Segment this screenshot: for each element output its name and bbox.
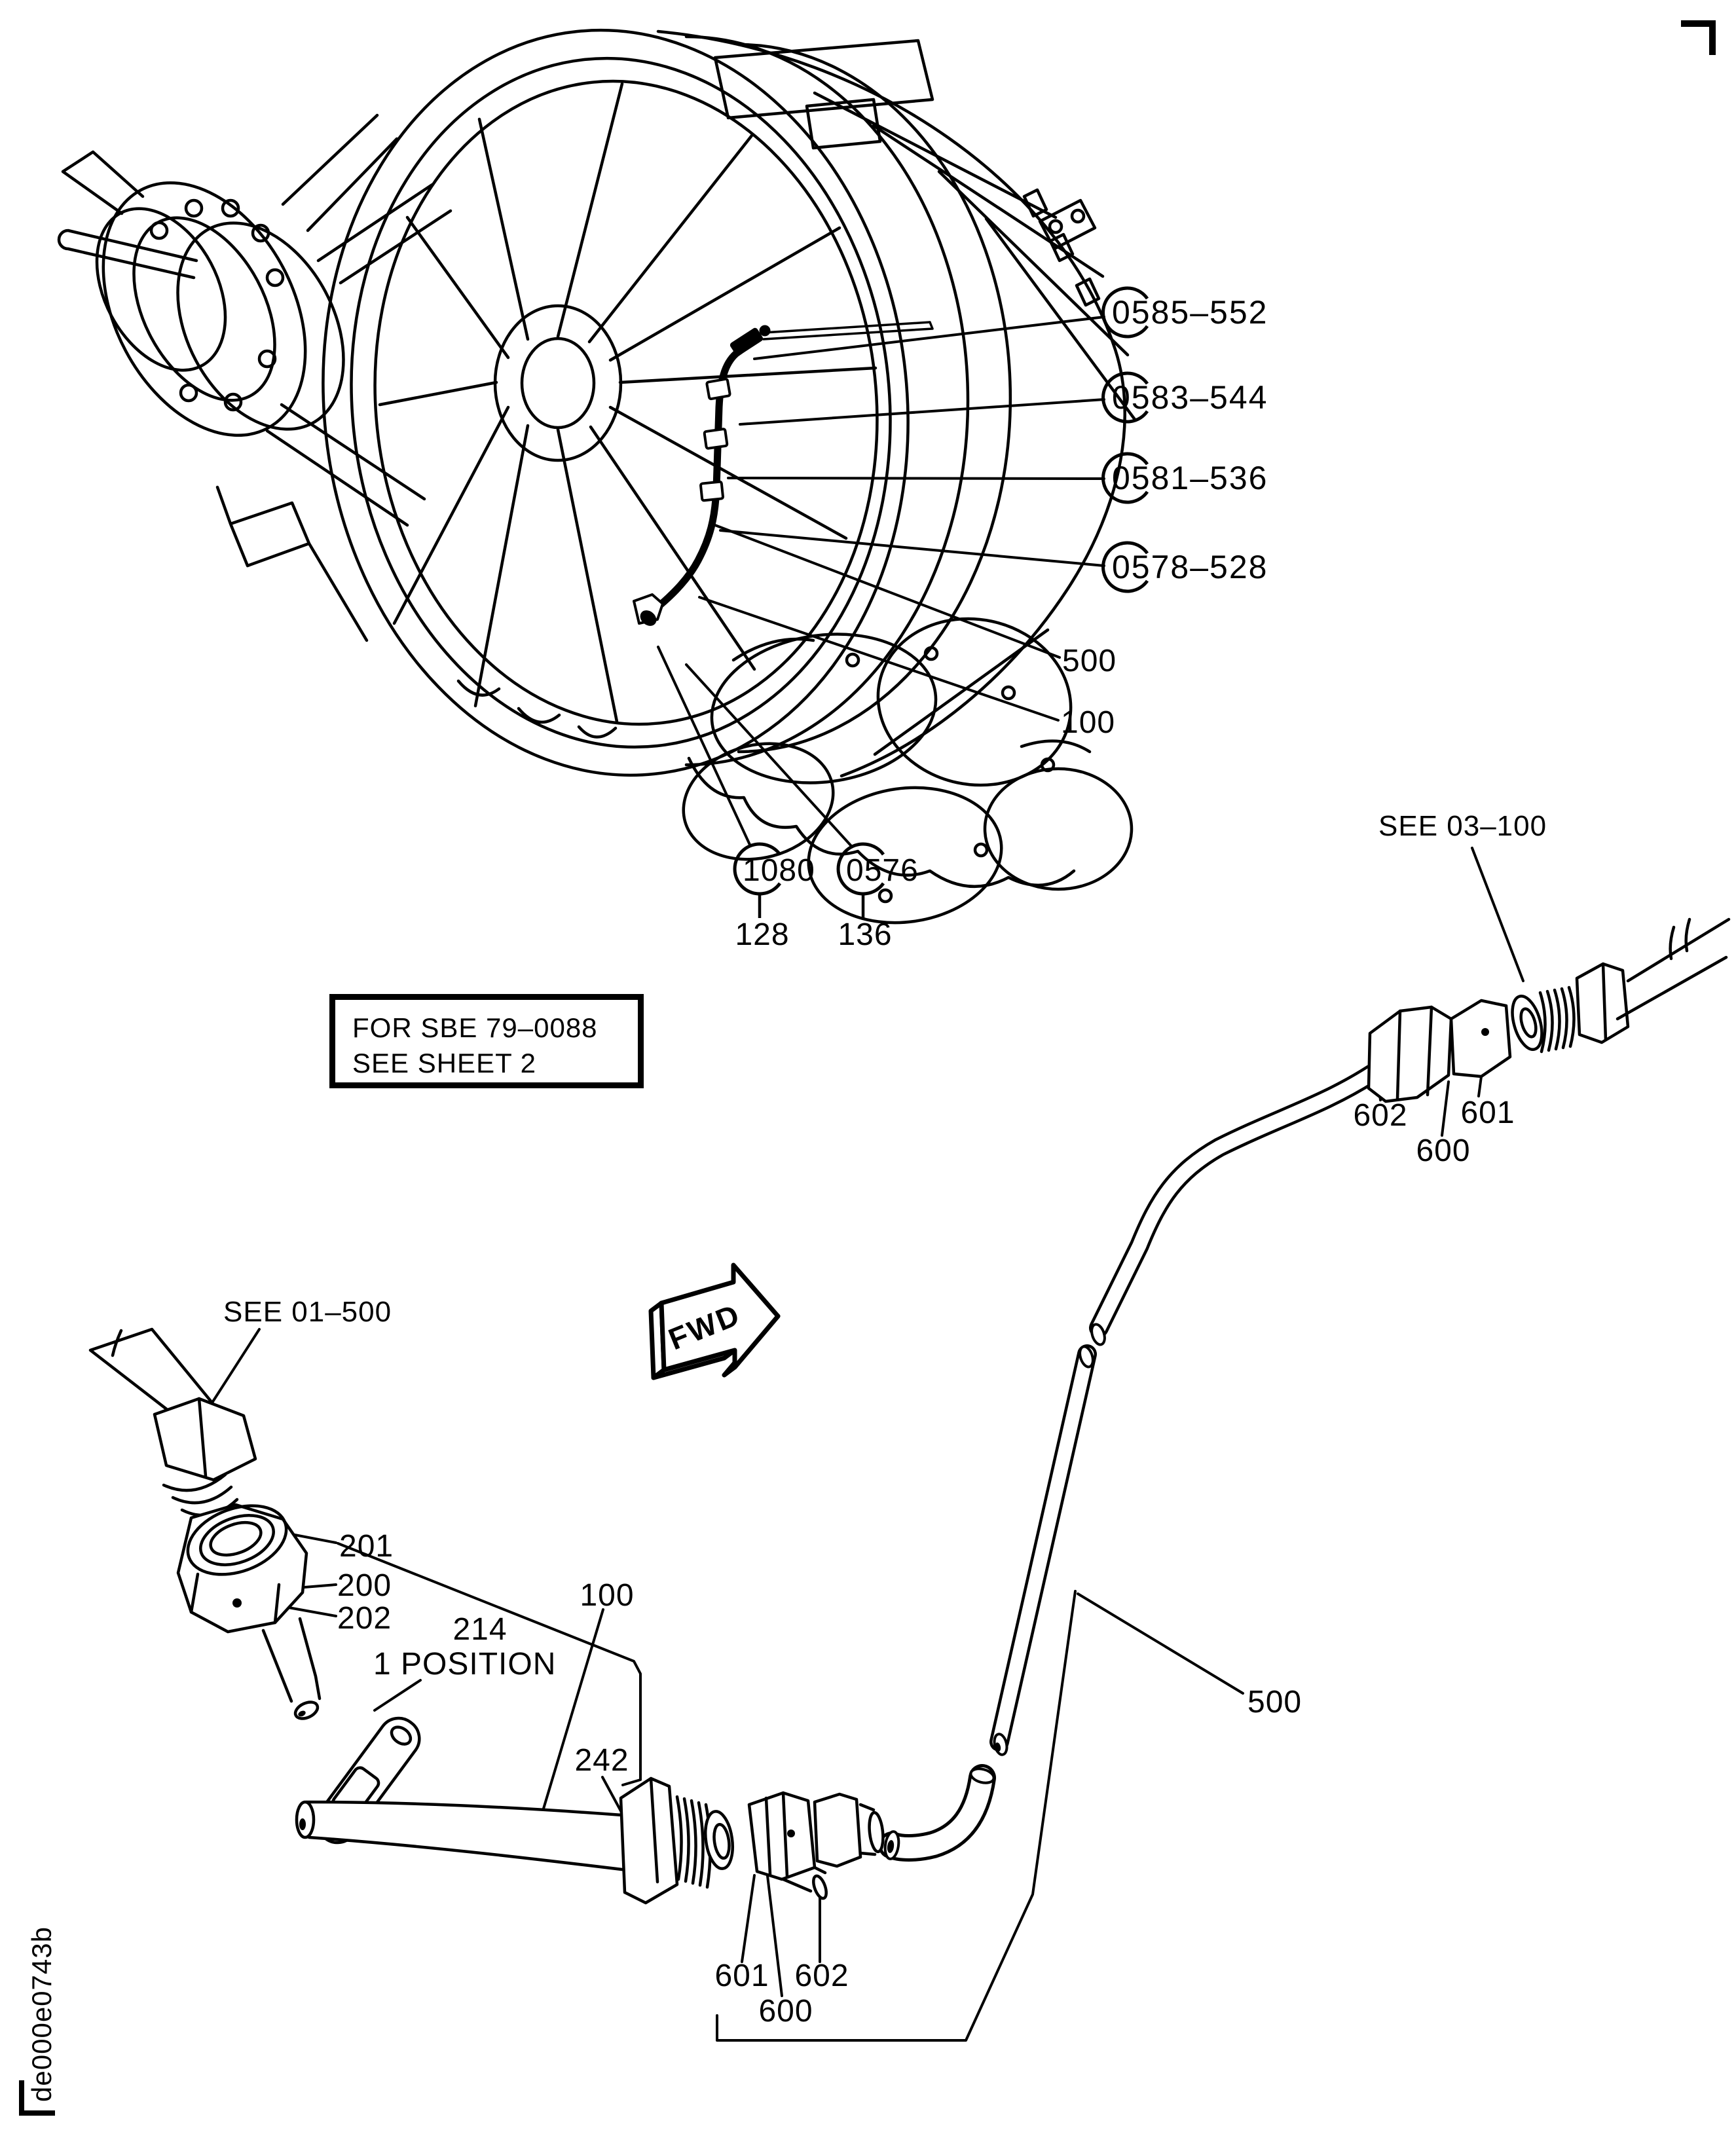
label-600-lower: 600 (758, 1994, 813, 2029)
sheet-note-box: FOR SBE 79–0088 SEE SHEET 2 (329, 994, 644, 1088)
label-tube-500-engine: 500 (1062, 644, 1117, 678)
nut-201-group (176, 1503, 322, 1720)
label-602-lower: 602 (794, 1959, 849, 1993)
label-601-upper: 601 (1460, 1095, 1515, 1130)
engine-artwork (57, 28, 1137, 925)
label-600-upper: 600 (1416, 1133, 1471, 1168)
callout-0578-528: 0578–528 (1112, 549, 1268, 585)
lower-fitting-group (747, 1791, 885, 1900)
label-201: 201 (339, 1529, 394, 1564)
elbow-tube (878, 1764, 996, 1862)
label-bracket-100-engine: 100 (1061, 705, 1116, 740)
fwd-arrow (648, 1262, 781, 1380)
label-602-upper: 602 (1353, 1098, 1408, 1133)
label-202: 202 (337, 1601, 392, 1636)
see-ref-01-500: SEE 01–500 (223, 1296, 392, 1328)
document-code: de000e0743b (26, 1926, 57, 2102)
engine-tube-and-clamps (633, 321, 934, 626)
label-200: 200 (337, 1568, 392, 1603)
corner-marks (19, 20, 1716, 2116)
callout-0585-552: 0585–552 (1112, 294, 1268, 331)
clamp-item-136: 136 (838, 917, 893, 952)
tube-242-group (295, 1776, 734, 1905)
clamp-callout-0576: 0576 (846, 853, 919, 888)
label-601-lower: 601 (714, 1959, 769, 1993)
clamp-callout-1080: 1080 (743, 853, 815, 888)
callout-circles (733, 286, 1149, 918)
note-line-1: FOR SBE 79–0088 (352, 1012, 598, 1043)
see-ref-03-100: SEE 03–100 (1378, 810, 1547, 842)
label-214: 214 (452, 1612, 508, 1647)
note-1-position: 1 POSITION (373, 1647, 557, 1682)
callout-0583-544: 0583–544 (1112, 379, 1268, 416)
callout-0581-536: 0581–536 (1112, 460, 1268, 496)
clamp-item-128: 128 (735, 917, 790, 952)
note-line-2: SEE SHEET 2 (352, 1048, 537, 1078)
leader-lines (199, 316, 1524, 2042)
upper-fitting-group (1367, 917, 1731, 1103)
label-242: 242 (574, 1743, 629, 1778)
label-500-long-tube: 500 (1247, 1685, 1302, 1720)
label-100-lower: 100 (580, 1578, 635, 1613)
long-tube-500 (989, 1064, 1382, 1756)
